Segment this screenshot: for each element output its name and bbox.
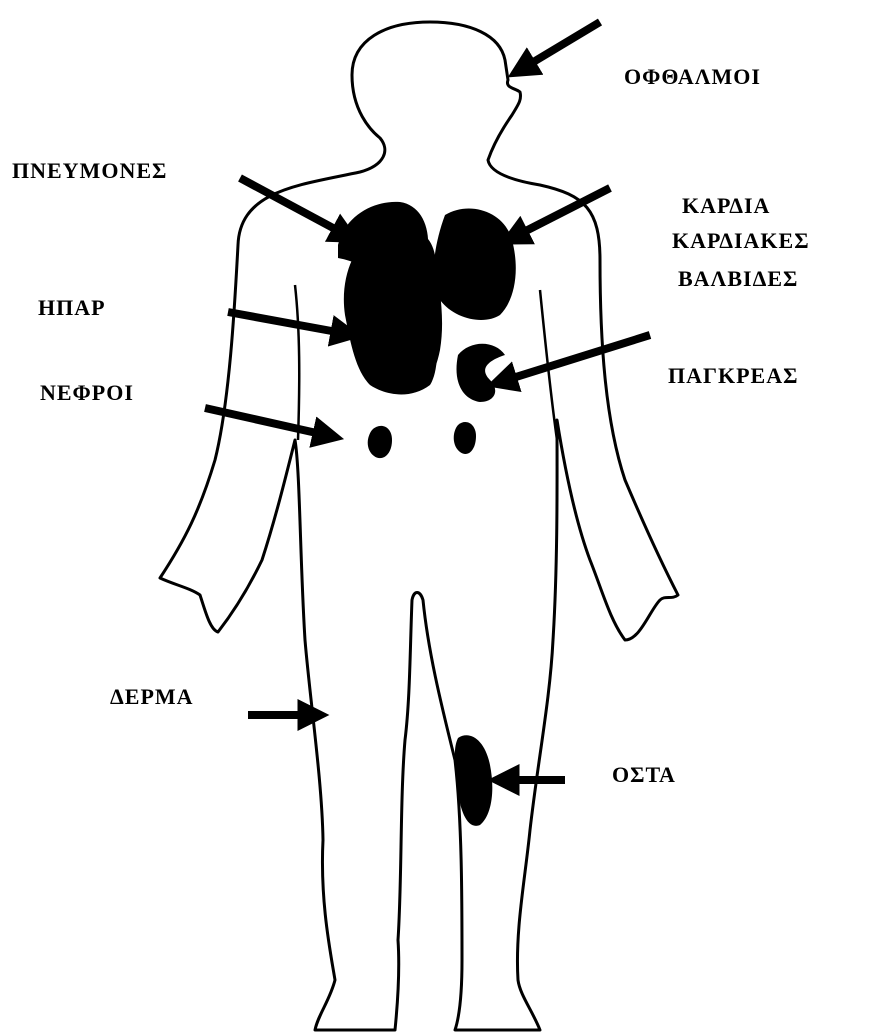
label-liver: ΗΠΑΡ	[38, 295, 106, 321]
pancreas-shape	[457, 344, 505, 402]
kidney-left-shape	[368, 426, 392, 458]
organs	[338, 202, 516, 826]
label-lungs: ΠΝΕΥΜΟΝΕΣ	[12, 158, 167, 184]
label-heart-valves-2: ΒΑΛΒΙΔΕΣ	[678, 266, 798, 292]
arrow-heart	[512, 188, 610, 238]
arrow-liver	[228, 312, 348, 334]
label-eyes: ΟΦΘΑΛΜΟΙ	[624, 64, 761, 90]
arrow-pancreas	[500, 335, 650, 382]
heart-lungs-shape	[434, 208, 516, 320]
label-pancreas: ΠΑΓΚΡΕΑΣ	[668, 363, 799, 389]
arrow-eyes	[520, 22, 600, 70]
body-outline	[160, 22, 678, 1030]
inner-arm-left	[295, 285, 299, 440]
kidney-right-shape	[454, 422, 476, 454]
label-skin: ΔΕΡΜΑ	[110, 684, 194, 710]
label-kidneys: ΝΕΦΡΟΙ	[40, 380, 134, 406]
arrows	[205, 22, 650, 780]
label-heart: ΚΑΡΔΙΑ	[682, 193, 770, 219]
label-bones: ΟΣΤΑ	[612, 762, 676, 788]
label-heart-valves-1: ΚΑΡΔΙΑΚΕΣ	[672, 228, 810, 254]
central-organ-mass	[387, 230, 442, 390]
